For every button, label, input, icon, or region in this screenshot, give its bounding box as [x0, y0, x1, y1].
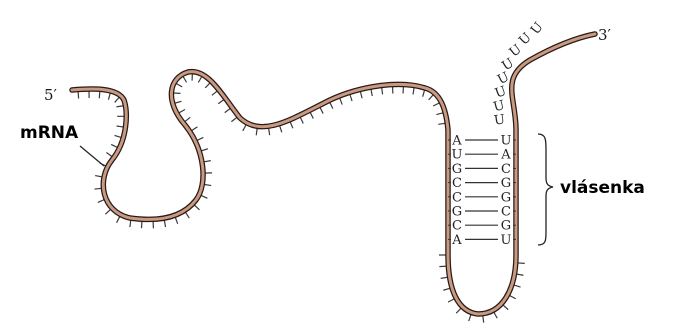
five-prime-label: 5′	[44, 86, 58, 104]
stem-base-left: A	[451, 134, 462, 149]
stem-base-left: C	[452, 176, 462, 191]
three-prime-label: 3′	[598, 26, 612, 44]
stem-base-left: C	[452, 219, 462, 234]
stem-base-right: G	[501, 190, 511, 205]
stem-base-right: U	[501, 233, 512, 248]
stem-base-left: C	[452, 190, 462, 205]
hairpin-brace	[538, 134, 553, 245]
stem-base-left: G	[452, 205, 462, 220]
stem-base-right: A	[500, 148, 511, 163]
mrna-pointer-line	[80, 146, 104, 166]
stem-base-left: U	[452, 148, 463, 163]
hairpin-label: vlásenka	[560, 178, 645, 198]
stem-base-right: G	[501, 176, 511, 191]
stem-base-left: A	[451, 233, 462, 248]
stem-base-right: C	[501, 162, 511, 177]
stem-base-left: G	[452, 162, 462, 177]
tail-base: U	[528, 20, 547, 38]
tail-base: U	[516, 30, 534, 48]
stem-base-right: C	[501, 205, 511, 220]
mrna-label: mRNA	[20, 123, 79, 143]
stem-base-right: U	[501, 134, 512, 149]
stem-base-right: G	[501, 219, 511, 234]
